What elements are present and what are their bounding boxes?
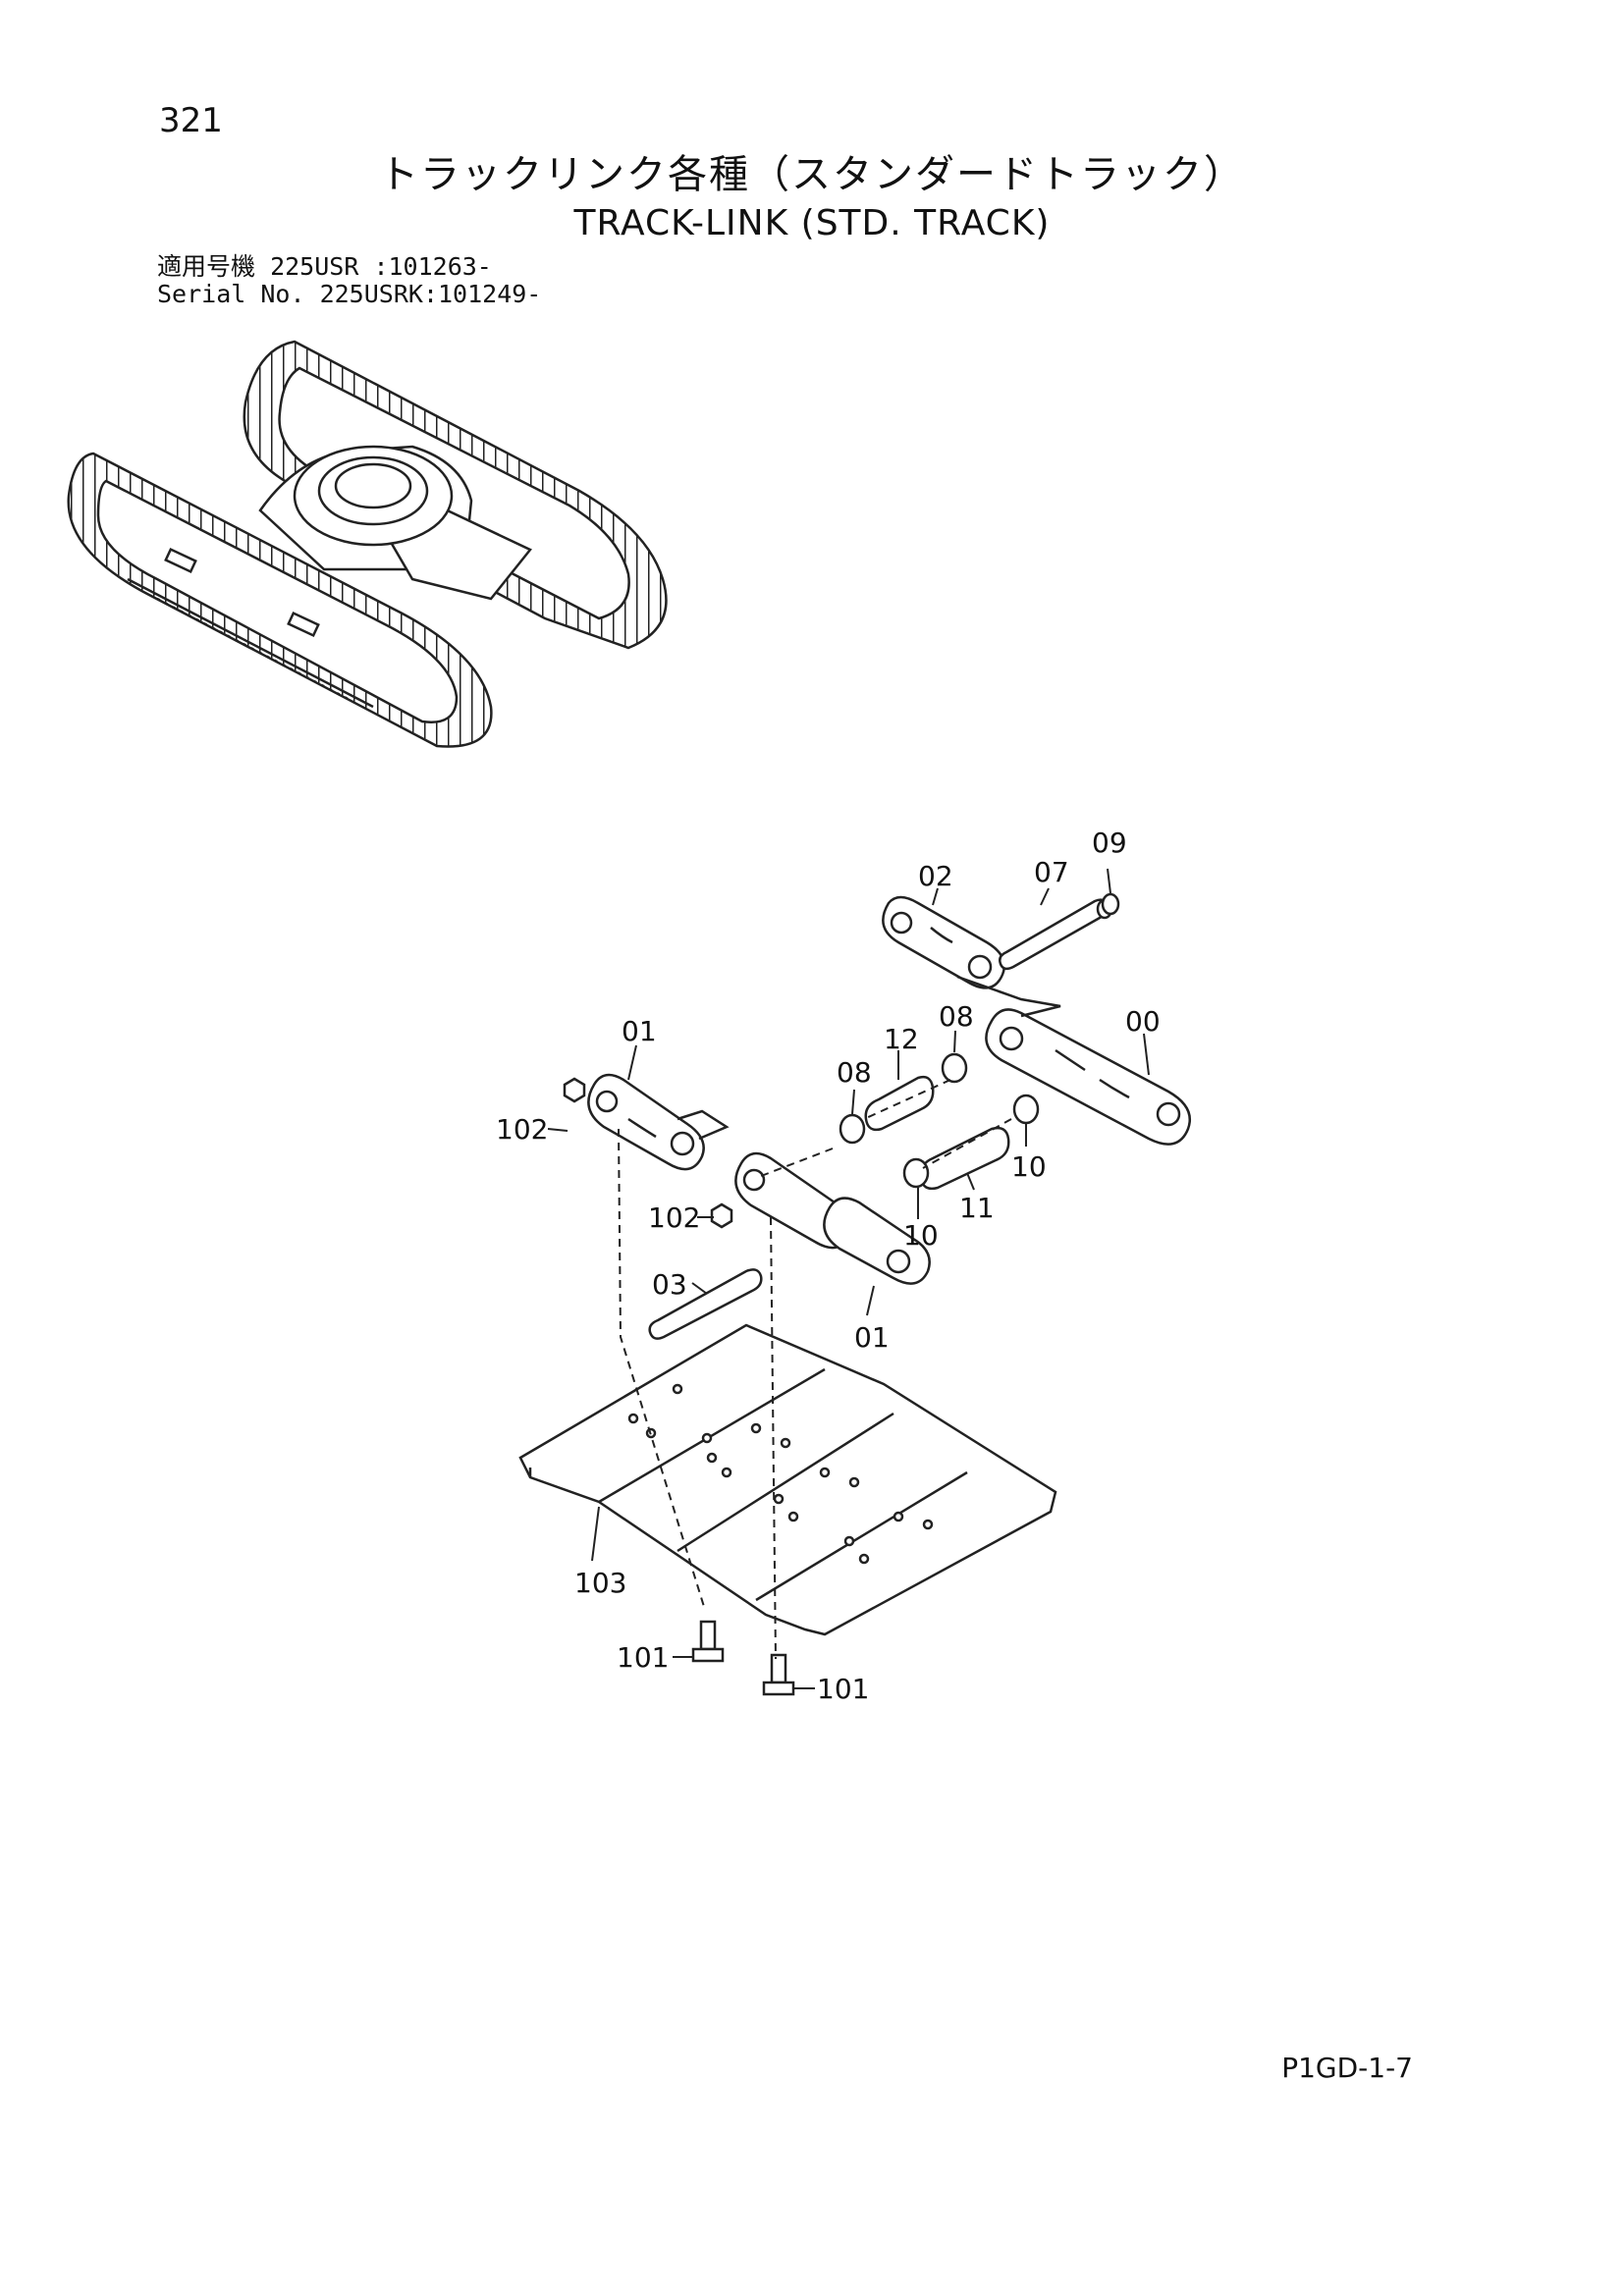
applicability-row: Serial No. 225USRK:101249- — [157, 282, 541, 306]
callout-02: 02 — [918, 860, 953, 892]
callout-03: 03 — [652, 1268, 687, 1301]
applicability-serial: :101249- — [422, 280, 542, 308]
part-link-01 — [734, 1151, 931, 1285]
callout-11: 11 — [959, 1192, 995, 1224]
applicability-label: 適用号機 — [157, 252, 256, 281]
callout-102: 102 — [496, 1113, 548, 1146]
applicability-label: Serial No. — [157, 280, 305, 308]
part-seal-10 — [1012, 1094, 1040, 1125]
part-seal-08 — [839, 1113, 866, 1145]
part-ring-09 — [1101, 892, 1120, 916]
track-link-exploded-view — [563, 892, 1191, 1340]
callout-12: 12 — [884, 1023, 919, 1055]
callout-08: 08 — [939, 1000, 974, 1033]
callout-103: 103 — [574, 1567, 626, 1599]
applicability-model: 225USR — [270, 252, 359, 281]
part-bolt-101 — [691, 1620, 725, 1663]
part-link-assembly-00 — [985, 1008, 1191, 1146]
part-pin-07 — [999, 898, 1113, 971]
part-shoe-plate-103 — [518, 1323, 1057, 1636]
page-footer-code: P1GD-1-7 — [1281, 2052, 1413, 2084]
page-title-japanese: トラックリンク各種（スタンダードトラック） — [379, 152, 1245, 197]
part-nut-102 — [563, 1077, 586, 1103]
page-number: 321 — [159, 101, 223, 140]
page-title-english: TRACK-LINK (STD. TRACK) — [573, 203, 1051, 243]
callout-07: 07 — [1034, 856, 1069, 888]
callout-00: 00 — [1125, 1005, 1161, 1038]
applicability-model: 225USRK — [319, 280, 423, 308]
applicability-serial: :101263- — [373, 252, 492, 281]
undercarriage-overview-illustration — [67, 340, 668, 748]
callout-102: 102 — [648, 1201, 700, 1234]
callout-09: 09 — [1092, 827, 1127, 859]
part-link-02 — [882, 895, 1006, 989]
applicability-row: 適用号機 225USR :101263- — [157, 254, 492, 279]
callout-101: 101 — [617, 1641, 669, 1674]
leader-lines — [547, 868, 1150, 1689]
alignment-dash-lines — [618, 1079, 1012, 1660]
part-seal-10 — [902, 1157, 930, 1189]
part-nut-102 — [710, 1202, 733, 1229]
part-bushing-11 — [919, 1126, 1010, 1191]
callout-101: 101 — [817, 1673, 869, 1705]
callout-10: 10 — [903, 1219, 939, 1252]
callout-01: 01 — [854, 1321, 890, 1354]
callout-labels: 09 02 07 00 08 01 12 08 102 10 102 11 10… — [496, 827, 1161, 1705]
part-link-01 — [587, 1073, 705, 1171]
callout-10: 10 — [1011, 1150, 1047, 1183]
callout-08: 08 — [837, 1056, 872, 1089]
part-seal-08 — [941, 1052, 968, 1084]
callout-01: 01 — [622, 1015, 657, 1047]
part-bolt-101 — [762, 1653, 795, 1696]
part-pin-03 — [648, 1268, 763, 1340]
